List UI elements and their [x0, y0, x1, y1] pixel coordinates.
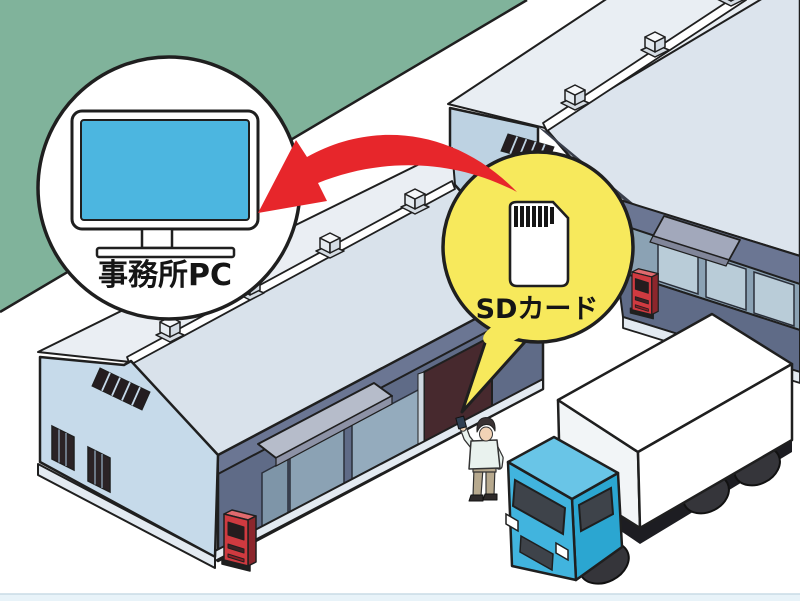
- truck-cab: [505, 435, 624, 582]
- warehouse-right-ridge-rail: [542, 0, 747, 132]
- person-shoe: [482, 493, 498, 501]
- person-face: [479, 426, 493, 442]
- truck-headlight: [505, 512, 519, 533]
- truck-headlight: [555, 541, 569, 562]
- person-shoe: [468, 494, 484, 502]
- person-hair: [476, 417, 496, 433]
- sd-card-label: SDカード: [476, 294, 599, 325]
- truck-windshield: [511, 478, 567, 536]
- held-sd-card: [455, 415, 467, 430]
- sd-card-icon: [508, 200, 570, 288]
- truck-grille: [519, 534, 554, 572]
- sd-card-callout: SDカード: [441, 150, 635, 414]
- delivery-truck: [505, 312, 794, 585]
- monitor-base: [95, 246, 236, 259]
- red-terminal-device: [629, 268, 659, 320]
- truck-side-window: [577, 486, 615, 533]
- truck-cargo-box-side: [636, 362, 794, 530]
- doorway-jamb: [417, 371, 425, 445]
- worker-person: [455, 415, 504, 502]
- footer-strip: [0, 593, 800, 601]
- gable-window: [51, 424, 75, 472]
- monitor-screen: [80, 119, 250, 221]
- warehouse-right-canopy: [649, 215, 741, 267]
- red-terminal-device: [221, 509, 257, 572]
- person-shirt: [468, 439, 501, 470]
- office-pc-callout: 事務所PC: [36, 55, 302, 321]
- monitor-icon: [70, 109, 260, 259]
- gable-window: [87, 445, 111, 494]
- office-pc-label: 事務所PC: [98, 258, 232, 293]
- gable-louver-vent: [91, 367, 151, 411]
- transfer-arrow: [258, 134, 517, 213]
- warehouse-left-canopy: [257, 382, 393, 468]
- monitor-stand: [140, 227, 174, 250]
- warehouse-left-gable-foundation: [37, 463, 216, 569]
